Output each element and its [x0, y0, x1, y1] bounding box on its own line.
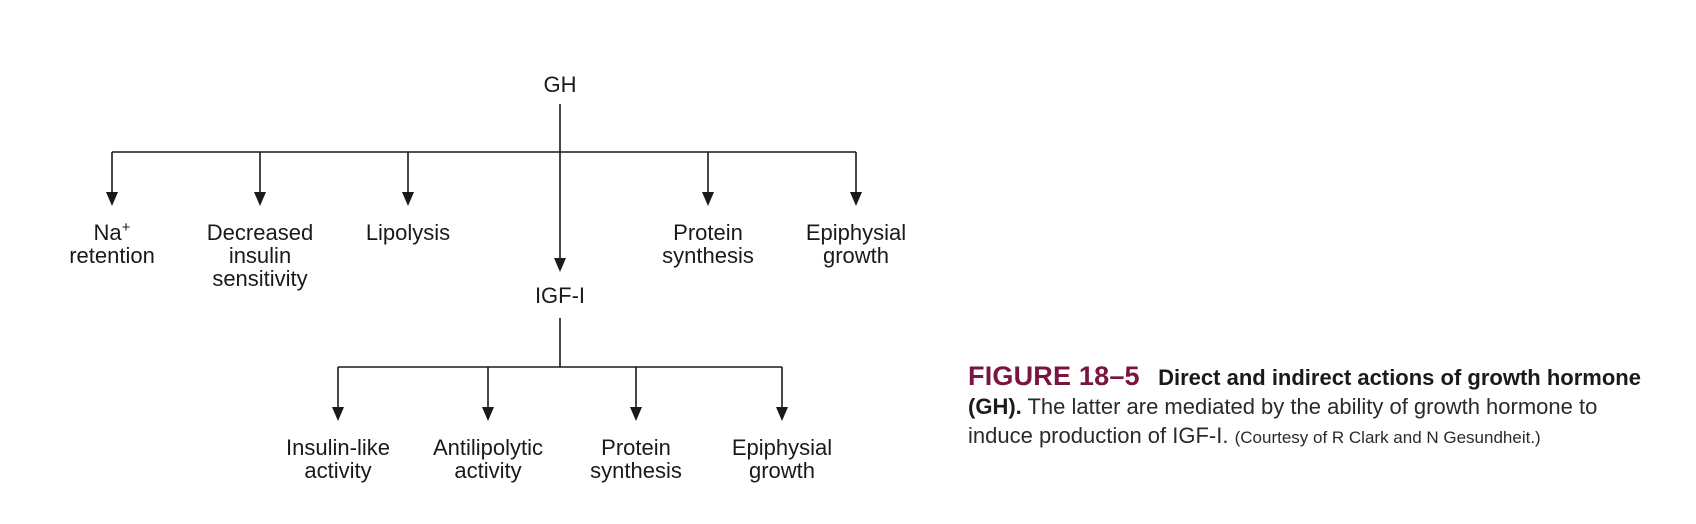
- arrow-epiphysial2-head: [776, 407, 788, 421]
- figure-credit: (Courtesy of R Clark and N Gesundheit.): [1234, 428, 1541, 447]
- node-protein-line: Protein: [673, 220, 743, 245]
- figure-label: FIGURE 18–5: [968, 361, 1140, 391]
- figure-caption: FIGURE 18–5 Direct and indirect actions …: [968, 362, 1658, 452]
- node-epiphysial2-line: Epiphysial: [732, 435, 832, 460]
- node-protein2-line: synthesis: [590, 458, 682, 483]
- node-na-line: retention: [69, 243, 155, 268]
- node-lipolysis: Lipolysis: [366, 220, 450, 245]
- arrow-protein2-head: [630, 407, 642, 421]
- node-insulin-like-line: activity: [304, 458, 371, 483]
- arrow-igf-head: [554, 258, 566, 272]
- node-insulin-line: Decreased: [207, 220, 313, 245]
- arrow-antilipolytic-head: [482, 407, 494, 421]
- node-insulin-like-line: Insulin-like: [286, 435, 390, 460]
- figure-title: Direct and indirect actions of growth ho…: [968, 365, 1641, 419]
- arrow-insulin-head: [254, 192, 266, 206]
- node-epiphysial2-line: growth: [749, 458, 815, 483]
- arrow-na-head: [106, 192, 118, 206]
- node-epiphysial-line: Epiphysial: [806, 220, 906, 245]
- arrow-epiphysial-head: [850, 192, 862, 206]
- arrow-insulin-like-head: [332, 407, 344, 421]
- node-na-line: Na: [94, 220, 123, 245]
- node-insulin-line: insulin: [229, 243, 291, 268]
- node-gh: GH: [544, 72, 577, 97]
- node-igf-i: IGF-I: [535, 283, 585, 308]
- arrow-protein-head: [702, 192, 714, 206]
- node-lipolysis-line: Lipolysis: [366, 220, 450, 245]
- node-protein2-line: Protein: [601, 435, 671, 460]
- connector-lines: [106, 104, 862, 421]
- figure-body: The latter are mediated by the ability o…: [968, 394, 1598, 448]
- node-protein-line: synthesis: [662, 243, 754, 268]
- node-antilipolytic-line: activity: [454, 458, 521, 483]
- node-antilipolytic-line: Antilipolytic: [433, 435, 543, 460]
- node-na: Na+ retention: [69, 219, 155, 268]
- node-na-superscript: +: [122, 219, 131, 236]
- arrow-lipolysis-head: [402, 192, 414, 206]
- node-epiphysial-line: growth: [823, 243, 889, 268]
- node-insulin-line: sensitivity: [212, 266, 307, 291]
